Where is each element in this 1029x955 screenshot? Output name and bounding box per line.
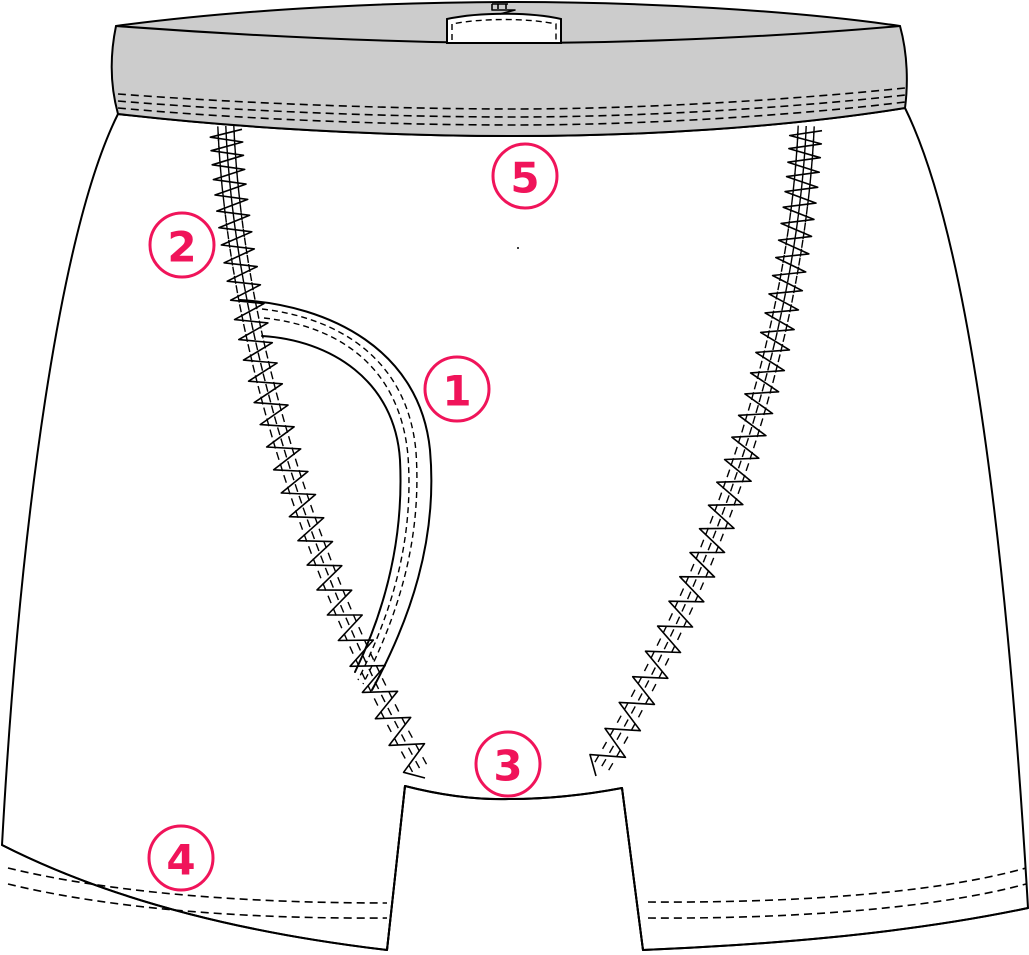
callout-5: 5 [491,142,559,210]
hem-stitch-right-2 [647,883,1027,919]
leg-hem-stitching [7,867,1027,919]
label-tack [491,3,516,15]
callout-number: 1 [442,367,471,416]
callout-ring [147,824,215,892]
label-tab [446,12,562,44]
callout-1: 1 [423,355,491,423]
fly-inner-edge [261,335,402,673]
waistband-outer [110,1,908,137]
crotch-gusset-seam [404,785,623,801]
callout-number: 2 [167,223,196,272]
front-seam-left [209,125,428,779]
hem-stitch-right-1 [647,867,1027,903]
callout-number: 5 [510,154,539,203]
callout-number: 4 [166,836,195,885]
hem-stitch-left-1 [7,867,388,904]
waistband-stitch-1 [117,87,906,110]
callout-3: 3 [474,730,542,798]
fly-stitch-2 [263,317,410,681]
callout-ring [423,355,491,423]
callout-ring [474,730,542,798]
label-tab-stitch [451,18,557,40]
callout-ring [148,211,216,279]
fly-outer-edge [239,299,433,691]
waistband [110,1,908,137]
front-panel-seams [209,125,823,779]
front-seam-right [589,125,823,777]
reference-dot [517,247,519,249]
callout-2: 2 [148,211,216,279]
hem-stitch-left-2 [7,883,388,919]
waistband-stitch-3 [117,101,906,126]
fly-stitch-1 [261,308,418,685]
fly-panel [239,299,433,691]
callout-4: 4 [147,824,215,892]
waistband-stitch-2 [117,94,906,118]
callout-ring [491,142,559,210]
callouts: 1 2 3 4 5 [147,142,559,892]
callout-number: 3 [493,742,522,791]
